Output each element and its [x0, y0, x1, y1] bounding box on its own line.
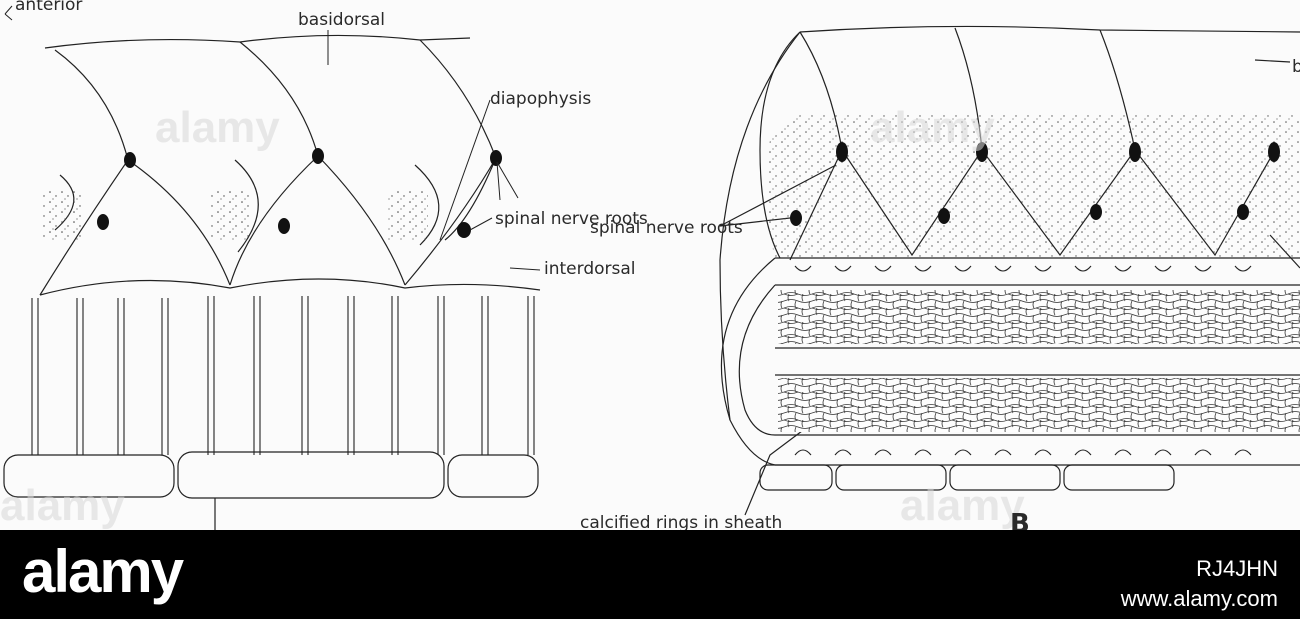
image-id: RJ4JHN [1196, 556, 1278, 581]
figure-panel: alamy alamy alamy alamy anterior basidor… [0, 0, 1300, 530]
site-url: www.alamy.com [1120, 586, 1278, 611]
calcified-ring-marks [794, 265, 1252, 456]
label-cut-right: b [1292, 57, 1300, 77]
label-spinal-nerve-roots-left: spinal nerve roots [495, 209, 648, 229]
label-basidorsal: basidorsal [298, 10, 385, 30]
watermark: alamy [155, 103, 280, 152]
watermark: alamy [870, 103, 995, 152]
vertebral-diagram: alamy alamy alamy alamy anterior basidor… [0, 0, 1300, 530]
watermark: alamy [0, 481, 125, 530]
label-calcified-rings: calcified rings in sheath [580, 513, 782, 530]
stipple-patch [388, 190, 428, 240]
label-spinal-nerve-roots-right: spinal nerve roots [590, 218, 743, 238]
footer-meta: RJ4JHN www.alamy.com [1121, 554, 1278, 614]
stipple-patch [210, 190, 250, 240]
right-vertebrae [719, 25, 1300, 516]
panel-label-b: B [1010, 509, 1030, 530]
watermark: alamy [900, 481, 1025, 530]
stipple-patch [42, 190, 82, 240]
label-interdorsal: interdorsal [544, 259, 636, 279]
label-anterior: anterior [15, 0, 82, 15]
label-diapophysis: diapophysis [490, 89, 591, 109]
watermark-footer: alamy RJ4JHN www.alamy.com [0, 530, 1300, 619]
nerve-root-dots-left [97, 148, 502, 238]
alamy-logo: alamy [22, 538, 184, 605]
left-vertebrae [3, 34, 541, 530]
nerve-root-dots-right [790, 142, 1280, 226]
